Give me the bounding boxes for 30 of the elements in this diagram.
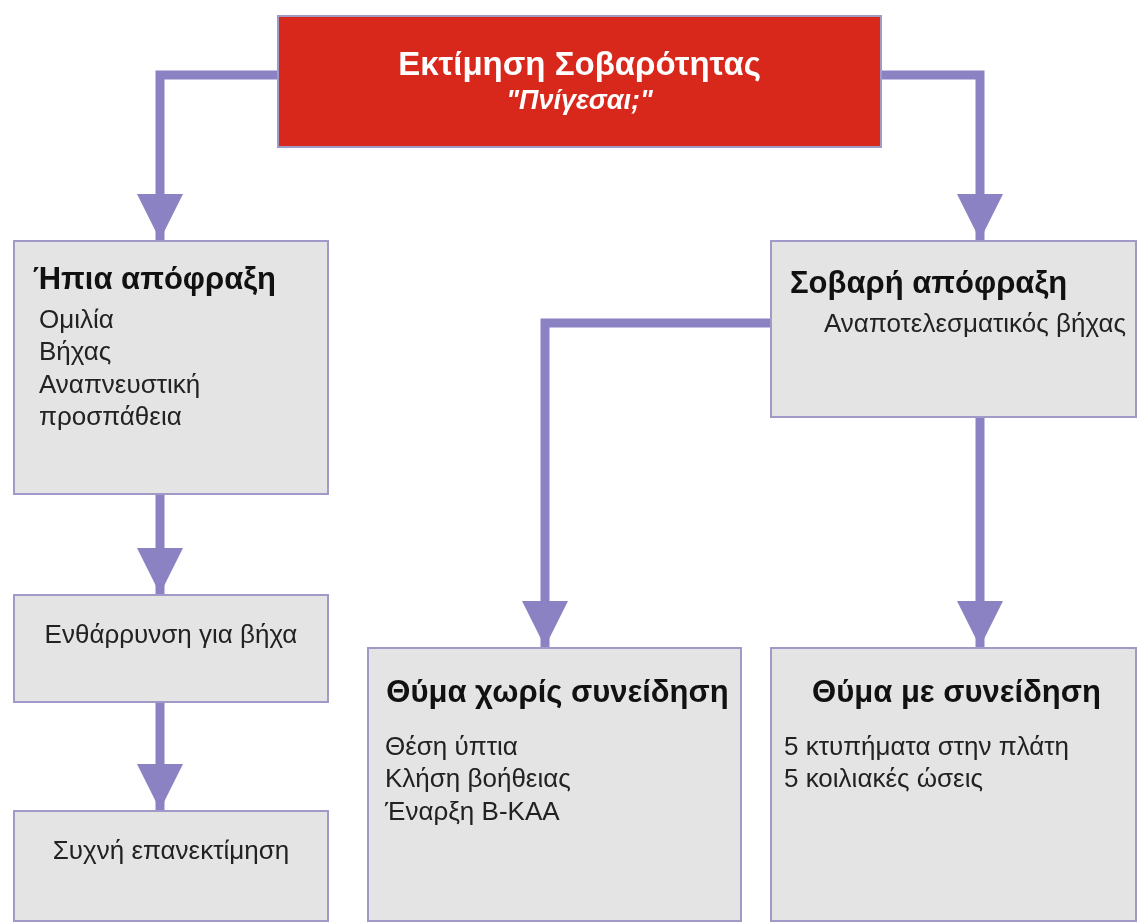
action-box (367, 647, 742, 922)
assessment-box (277, 15, 882, 148)
item-text: Αναπνευστική προσπάθεια (38, 367, 202, 433)
action-box (770, 647, 1137, 922)
arrow (522, 318, 770, 647)
arrow (137, 495, 183, 594)
category-box (770, 240, 1137, 418)
arrow (137, 703, 183, 810)
action-box (13, 594, 329, 703)
heading-text: Θύμα με συνείδηση (811, 673, 1102, 711)
item-text: Έναρξη Β-ΚΑΑ (385, 794, 561, 828)
item-text: Ομιλία (38, 302, 115, 336)
item-text: Αναποτελεσματικός βήχας (823, 306, 1127, 340)
heading-text: Ήπια απόφραξη (33, 260, 277, 298)
arrow (137, 70, 277, 240)
action-text: Ενθάρρυνση για βήχα (43, 618, 299, 651)
category-box (13, 240, 329, 495)
heading-text: Θύμα χωρίς συνείδηση (385, 673, 730, 711)
item-text: Θέση ύπτια (385, 729, 519, 763)
item-text: Βήχας (38, 335, 113, 368)
action-box (13, 810, 329, 922)
question-text: "Πνίγεσαι;" (505, 84, 654, 118)
title-text: Εκτίμηση Σοβαρότητας (397, 44, 762, 84)
item-text: 5 κοιλιακές ώσεις (784, 762, 984, 795)
arrow (882, 70, 1003, 240)
action-text: Συχνή επανεκτίμηση (51, 834, 291, 867)
item-text: 5 κτυπήματα στην πλάτη (784, 729, 1071, 763)
heading-text: Σοβαρή απόφραξη (790, 264, 1069, 302)
arrow (957, 418, 1003, 647)
item-text: Κλήση βοήθειας (385, 762, 572, 795)
